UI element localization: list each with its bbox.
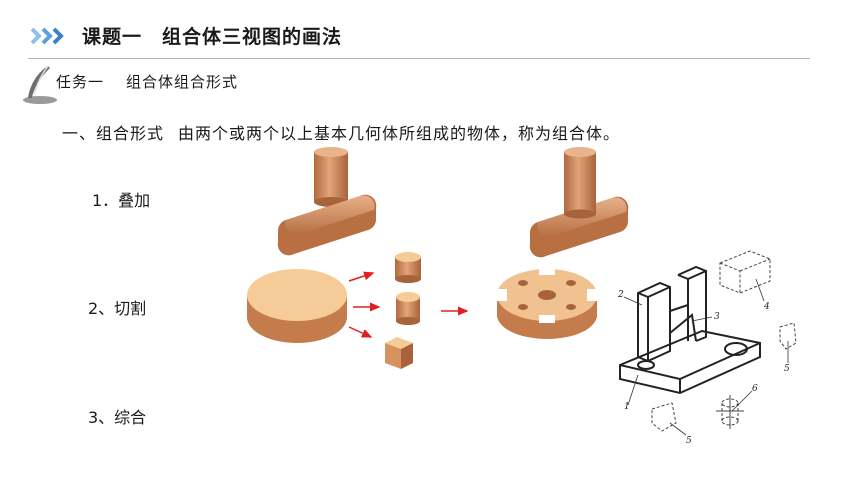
small-cylinder-shape	[314, 147, 348, 207]
task-label: 任务一	[56, 73, 105, 91]
arrow-down-right	[348, 326, 373, 338]
diagram-label-5-bottom: 5	[686, 436, 692, 446]
combined-line-drawing: 1 2 3 4 5 5 6	[617, 250, 797, 446]
cylinder-piece-middle	[396, 292, 420, 325]
task-subtitle: 组合体组合形式	[126, 73, 239, 91]
rounded-bar-shape	[277, 194, 377, 256]
form-label-stack: 1．叠加	[92, 191, 151, 210]
diagram-label-2: 2	[617, 290, 624, 300]
course-label: 课题一	[82, 26, 143, 48]
hole-cylinder-piece	[716, 395, 744, 429]
leader-lines	[623, 278, 789, 436]
cut-illustration	[247, 252, 597, 369]
task-title: 任务一 组合体组合形式	[56, 71, 238, 92]
assembled-cylinder-shape	[564, 147, 596, 219]
intro-heading: 一、组合形式	[62, 124, 165, 143]
form-label-combined: 3、综合	[88, 408, 147, 427]
removed-block-dashed	[719, 250, 771, 294]
topic-label: 组合体三视图的画法	[162, 26, 343, 48]
diagram-label-5-right: 5	[784, 364, 790, 374]
chevron-icon	[30, 27, 64, 45]
cube-piece	[385, 337, 413, 369]
stack-assembled-illustration	[529, 147, 629, 258]
diagram-label-1: 1	[624, 402, 630, 412]
intro-definition: 由两个或两个以上基本几何体所组成的物体，称为组合体。	[178, 124, 621, 143]
diagram-label-4: 4	[763, 302, 770, 312]
arrow-up-right	[348, 271, 375, 282]
quill-icon	[23, 65, 57, 104]
large-disk-shape	[247, 269, 347, 343]
wedge-piece-bottom	[651, 402, 677, 432]
page-title: 课题一组合体三视图的画法	[82, 22, 342, 49]
cylinder-piece-top	[395, 252, 421, 283]
intro-line: 一、组合形式由两个或两个以上基本几何体所组成的物体，称为组合体。	[62, 120, 620, 144]
combined-part-outline	[619, 265, 761, 395]
form-label-cut: 2、切割	[88, 299, 147, 318]
stack-parts-illustration	[277, 147, 377, 256]
diagram-label-3: 3	[714, 312, 720, 322]
header-divider	[28, 58, 810, 59]
diagram-label-6: 6	[752, 384, 758, 394]
wedge-piece-right	[779, 322, 797, 350]
cut-disk-shape	[497, 267, 597, 339]
